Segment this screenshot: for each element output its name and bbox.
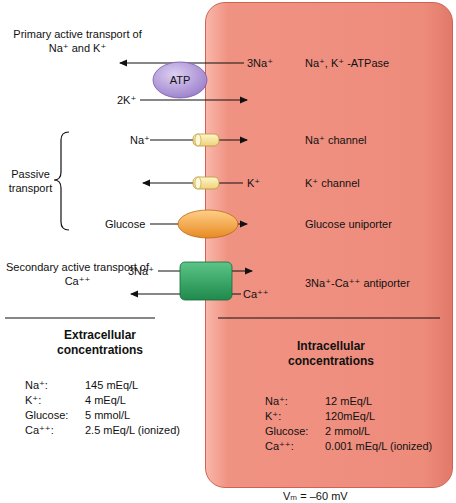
- table-cell: Ca⁺⁺:: [265, 439, 294, 453]
- channel-pore: [195, 177, 201, 189]
- ion-label: Ca⁺⁺: [243, 287, 269, 301]
- glucose-uniporter-symbol: [178, 210, 238, 238]
- table-cell: 120mEq/L: [325, 409, 375, 423]
- membrane-potential: Vₘ = –60 mV: [283, 489, 348, 503]
- solute-label: Glucose: [105, 217, 145, 231]
- table-cell: Na⁺:: [265, 394, 288, 408]
- ion-label: 3Na⁺: [128, 264, 154, 278]
- ion-label: 2K⁺: [117, 93, 136, 107]
- table-cell: 0.001 mEq/L (ionized): [325, 439, 432, 453]
- transporter-name: K⁺ channel: [305, 176, 360, 190]
- table-cell: K⁺:: [265, 409, 281, 423]
- table-cell: Glucose:: [265, 424, 308, 438]
- table-cell: 12 mEq/L: [325, 394, 372, 408]
- transporter-name: 3Na⁺-Ca⁺⁺ antiporter: [305, 276, 410, 290]
- section-heading: Extracellular concentrations: [40, 328, 160, 358]
- table-cell: Na⁺:: [25, 378, 48, 392]
- table-cell: Ca⁺⁺:: [25, 423, 54, 437]
- table-cell: K⁺:: [25, 393, 41, 407]
- atp-ellipse: ATP: [152, 61, 208, 99]
- divider-line: [218, 317, 440, 318]
- atp-ellipse-shape: [153, 62, 207, 98]
- antiporter-symbol: [180, 262, 232, 300]
- atp-label: ATP: [152, 73, 208, 87]
- influx-arrow: [140, 99, 247, 100]
- transporter-name: Na⁺ channel: [305, 133, 366, 147]
- transporter-name: Glucose uniporter: [305, 217, 392, 231]
- table-cell: 145 mEq/L: [85, 378, 138, 392]
- group-label: Primary active transport of Na⁺ and K⁺: [5, 27, 150, 55]
- na-channel-symbol: [193, 134, 219, 146]
- group-brace: [54, 132, 69, 230]
- k-channel-symbol: [193, 177, 219, 189]
- transporter-name: Na⁺, K⁺ -ATPase: [305, 56, 389, 70]
- table-cell: 2.5 mEq/L (ionized): [85, 423, 180, 437]
- table-cell: 2 mmol/L: [325, 424, 370, 438]
- ion-label: K⁺: [247, 176, 260, 190]
- section-heading: Intracellular concentrations: [271, 339, 391, 369]
- group-label: Passive transport: [3, 167, 58, 195]
- ion-label: Na⁺: [130, 133, 150, 147]
- table-cell: 5 mmol/L: [85, 408, 130, 422]
- ion-label: 3Na⁺: [247, 56, 273, 70]
- table-cell: 4 mEq/L: [85, 393, 126, 407]
- table-cell: Glucose:: [25, 408, 68, 422]
- channel-pore: [195, 134, 201, 146]
- divider-line: [5, 317, 155, 318]
